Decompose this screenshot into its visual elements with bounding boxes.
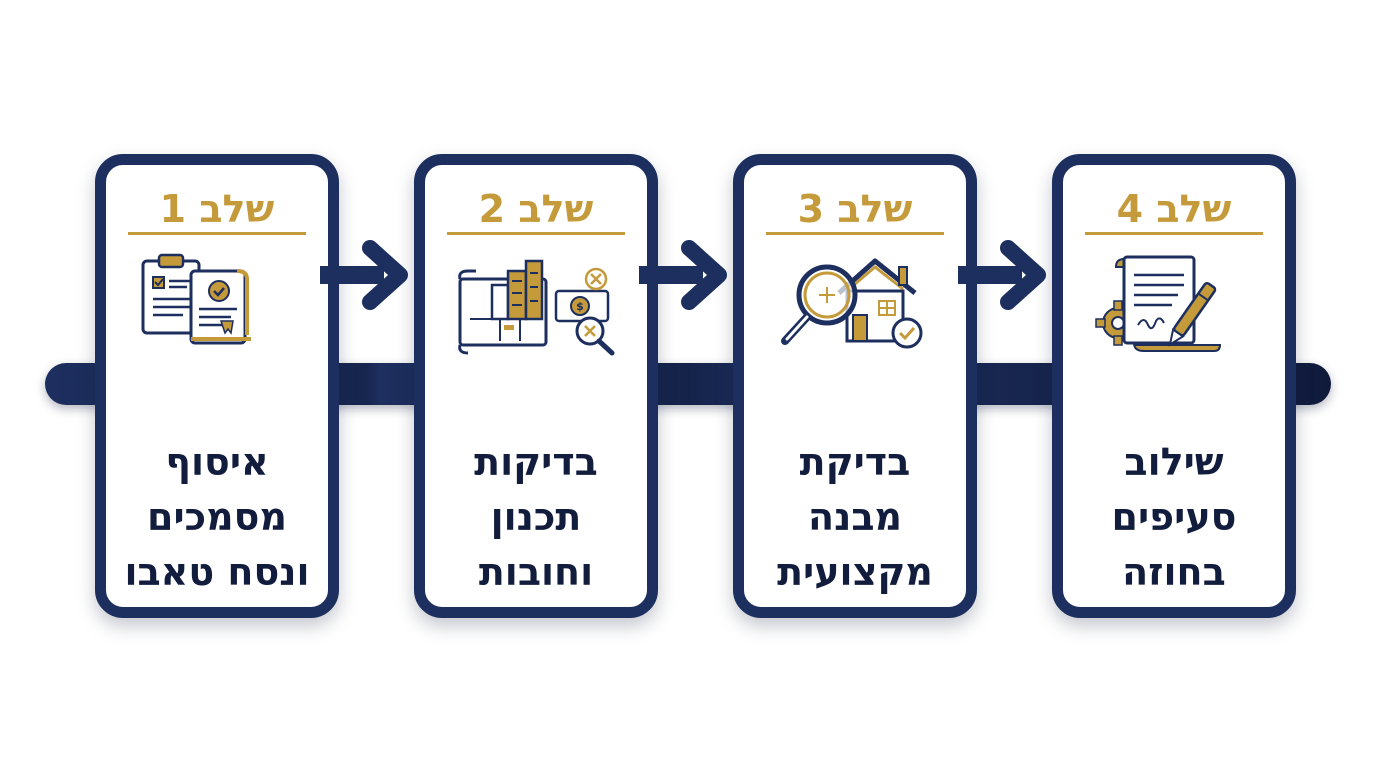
step-label-line: וחובות [478, 550, 594, 594]
step-label-line: בדיקות [474, 440, 598, 484]
contract-signing-icon [1094, 249, 1254, 361]
step-label-line: איסוף [165, 440, 269, 484]
step-label-line: בדיקת [799, 440, 911, 484]
svg-text:$: $ [576, 300, 584, 313]
arrow-right-icon [958, 240, 1046, 310]
gold-divider [128, 232, 306, 235]
arrow-right-icon [639, 240, 727, 310]
step-title: שלב 1 [159, 187, 275, 231]
step-label-line: סעיפים [1111, 495, 1237, 539]
step-label-line: בחוזה [1122, 550, 1226, 594]
gold-divider [447, 232, 625, 235]
step-title: שלב 3 [797, 187, 913, 231]
gold-divider [1085, 232, 1263, 235]
step-card-2: שלב 2 [414, 154, 658, 618]
step-card-1: שלב 1 [95, 154, 339, 618]
step-label-line: מבנה [808, 495, 902, 539]
step-title: שלב 2 [478, 187, 594, 231]
step-label-line: תכנון [490, 495, 582, 539]
step-label: בדיקות תכנון וחובות [425, 435, 647, 600]
step-label-line: ונסח טאבו [124, 550, 310, 594]
step-label-line: מסמכים [147, 495, 287, 539]
step-label: שילוב סעיפים בחוזה [1063, 435, 1285, 600]
step-label: איסוף מסמכים ונסח טאבו [106, 435, 328, 600]
step-card-4: שלב 4 [1052, 154, 1296, 618]
arrow-right-icon [320, 240, 408, 310]
documents-icon [137, 249, 297, 361]
step-card-3: שלב 3 [733, 154, 977, 618]
step-title: שלב 4 [1116, 187, 1232, 231]
gold-divider [766, 232, 944, 235]
step-label-line: מקצועית [777, 550, 933, 594]
step-label-line: שילוב [1124, 440, 1224, 484]
house-inspection-icon [775, 249, 935, 361]
planning-debts-icon: $ [456, 249, 616, 361]
step-label: בדיקת מבנה מקצועית [744, 435, 966, 600]
